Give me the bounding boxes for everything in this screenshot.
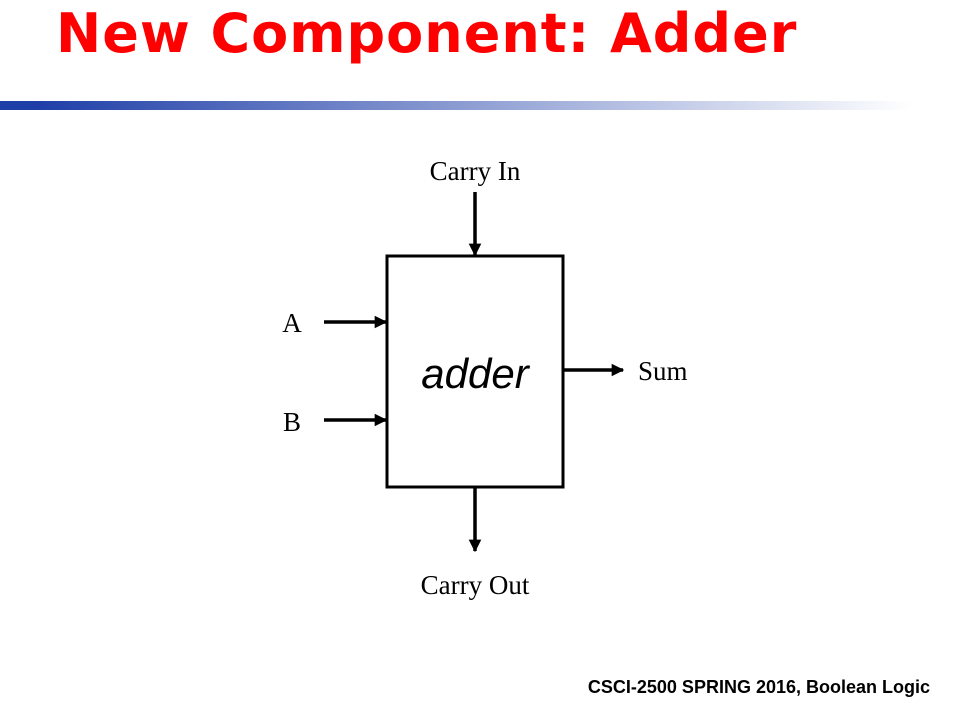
adder-block-label: adder xyxy=(421,350,530,397)
sum-output-label: Sum xyxy=(638,356,688,386)
slide-footer: CSCI-2500 SPRING 2016, Boolean Logic xyxy=(587,677,930,697)
title-gradient-rule xyxy=(0,101,912,110)
a-input-label: A xyxy=(282,308,302,338)
slide-title: New Component: Adder xyxy=(56,2,798,65)
b-input-label: B xyxy=(283,407,301,437)
carry-in-label: Carry In xyxy=(430,156,521,186)
adder-block xyxy=(385,254,565,489)
carry-out-label: Carry Out xyxy=(421,570,530,600)
